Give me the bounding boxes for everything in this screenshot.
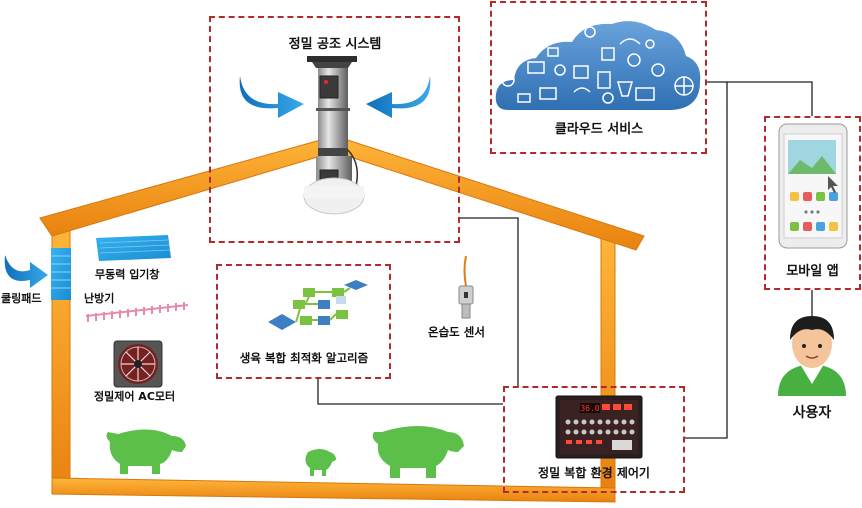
sensor-label: 온습도 센서 — [428, 325, 485, 339]
hvac-system-box — [209, 16, 460, 243]
mobile-app-box — [764, 116, 861, 290]
cloud-service-label: 클라우드 서비스 — [554, 122, 644, 137]
pig-left-icon — [106, 429, 186, 474]
intake-arrow-left-icon — [239, 76, 304, 118]
intake-arrow-right-icon — [366, 76, 431, 118]
inlet-window-label: 무동력 입기창 — [95, 268, 160, 281]
controller-label: 정밀 복합 환경 제어기 — [538, 466, 650, 480]
heater-icon — [85, 302, 189, 322]
hvac-unit-icon — [303, 56, 365, 215]
controller-device-icon: 36.0 — [555, 395, 643, 459]
airflow-arrow-icon — [4, 255, 48, 288]
cooling-pad-label: 쿨링패드 — [1, 292, 42, 305]
connector-lines — [317, 81, 813, 439]
pig-right-icon — [372, 426, 464, 478]
pig-small-icon — [305, 449, 336, 476]
heater-label: 난방기 — [84, 292, 115, 305]
user-avatar-icon — [778, 316, 846, 396]
hvac-system-label: 정밀 공조 시스템 — [288, 37, 382, 52]
mobile-phone-icon — [778, 123, 848, 249]
algorithm-box — [216, 264, 391, 379]
sensor-probe-icon — [458, 255, 474, 319]
algorithm-flowchart-icon — [268, 280, 368, 330]
cloud-icon — [495, 21, 701, 110]
cloud-service-box — [490, 1, 707, 154]
cooling-pad-panel — [51, 248, 71, 300]
mobile-app-label: 모바일 앱 — [786, 264, 839, 279]
controller-box — [503, 386, 685, 493]
controller-display-readout: 36.0 — [580, 404, 599, 413]
inlet-window-icon — [96, 235, 171, 261]
user-label: 사용자 — [792, 405, 832, 421]
algorithm-label: 생육 복합 최적화 알고리즘 — [239, 351, 369, 365]
ac-motor-fan-icon — [113, 340, 163, 388]
ac-motor-label: 정밀제어 AC모터 — [94, 390, 176, 403]
